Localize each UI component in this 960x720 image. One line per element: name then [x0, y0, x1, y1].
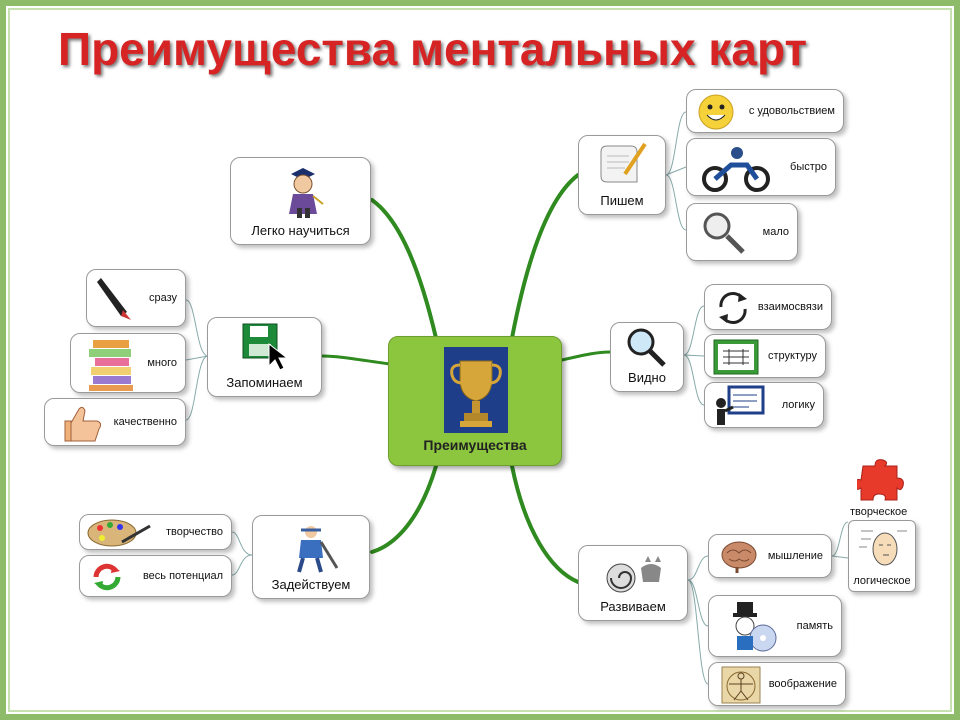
leaf-little[interactable]: мало: [686, 203, 798, 261]
worker-digging-icon: [297, 526, 339, 573]
leaf-immediately-label: сразу: [148, 292, 177, 304]
books-stack-icon: [89, 340, 133, 391]
leaf-with-pleasure[interactable]: с удовольствием: [686, 89, 844, 133]
magnifier-icon: [703, 212, 745, 254]
branch-engage-label: Задействуем: [271, 577, 351, 592]
pen-icon: [97, 278, 131, 320]
leaf-many[interactable]: много: [70, 333, 186, 393]
presentation-board-icon: [716, 385, 765, 425]
vitruvian-man-icon: [721, 666, 761, 704]
leaf-full-potential[interactable]: весь потенциал: [79, 555, 232, 597]
branch-remember[interactable]: Запоминаем: [207, 317, 322, 397]
leaf-logic-label: логику: [781, 399, 815, 411]
leaf-creativity[interactable]: творчество: [79, 514, 232, 550]
leaf-immediately[interactable]: сразу: [86, 269, 186, 327]
leaf-little-label: мало: [762, 226, 789, 238]
branch-develop-label: Развиваем: [600, 599, 666, 614]
leaf-memory[interactable]: память: [708, 595, 842, 657]
puzzle-piece-icon: [857, 459, 904, 501]
leaf-creativity-label: творчество: [166, 526, 223, 538]
central-topic[interactable]: Преимущества: [388, 336, 562, 466]
refresh-cycle-icon: [93, 563, 121, 591]
branch-see[interactable]: Видно: [610, 322, 684, 392]
branch-write-label: Пишем: [600, 193, 644, 208]
leaf-quality-label: качественно: [113, 416, 177, 428]
branch-see-label: Видно: [628, 370, 666, 385]
central-topic-label: Преимущества: [423, 437, 527, 453]
scroll-quill-icon: [600, 142, 647, 183]
leaf-imagination-label: воображение: [768, 678, 837, 690]
thumbs-up-icon: [64, 406, 102, 442]
motorcycle-icon: [702, 147, 770, 192]
leaf-structure-label: структуру: [767, 350, 817, 362]
page-title: Преимущества ментальных карт: [58, 23, 808, 75]
leaf-quality[interactable]: качественно: [44, 398, 186, 446]
magnifying-glass-icon: [627, 328, 666, 367]
leaf-logic[interactable]: логику: [704, 382, 824, 428]
logical-thinking-box[interactable]: логическое: [848, 520, 916, 592]
branch-remember-label: Запоминаем: [226, 375, 303, 390]
palette-icon: [87, 519, 151, 547]
thinking-creative-label: творческое: [850, 506, 908, 518]
branch-learn[interactable]: Легко научиться: [230, 157, 371, 245]
professor-icon: [289, 168, 324, 218]
leaf-structure[interactable]: структуру: [704, 334, 826, 378]
smiley-icon: [698, 94, 734, 130]
branch-engage[interactable]: Задействуем: [252, 515, 370, 599]
leaf-many-label: много: [147, 357, 177, 369]
magician-disc-icon: [733, 602, 777, 652]
head-diagram-icon: [859, 530, 907, 566]
leaf-memory-label: память: [796, 620, 833, 632]
leaf-full-potential-label: весь потенциал: [142, 570, 223, 582]
leaf-thinking[interactable]: мышление: [708, 534, 832, 578]
branch-write[interactable]: Пишем: [578, 135, 666, 215]
cat-spiral-icon: [606, 556, 661, 593]
branch-learn-label: Легко научиться: [251, 223, 350, 238]
leaf-relations[interactable]: взаимосвязи: [704, 284, 832, 330]
leaf-with-pleasure-label: с удовольствием: [748, 105, 835, 117]
leaf-relations-label: взаимосвязи: [757, 301, 823, 313]
floppy-disk-icon: [242, 323, 289, 371]
circular-arrows-icon: [719, 292, 747, 324]
leaf-fast-label: быстро: [790, 161, 827, 173]
brain-icon: [721, 541, 757, 573]
structure-chart-icon: [713, 339, 759, 375]
leaf-fast[interactable]: быстро: [686, 138, 836, 196]
leaf-imagination[interactable]: воображение: [708, 662, 846, 706]
thinking-logical-label: логическое: [853, 575, 911, 587]
branch-develop[interactable]: Развиваем: [578, 545, 688, 621]
leaf-thinking-label: мышление: [767, 550, 823, 562]
trophy-icon: [444, 347, 508, 433]
